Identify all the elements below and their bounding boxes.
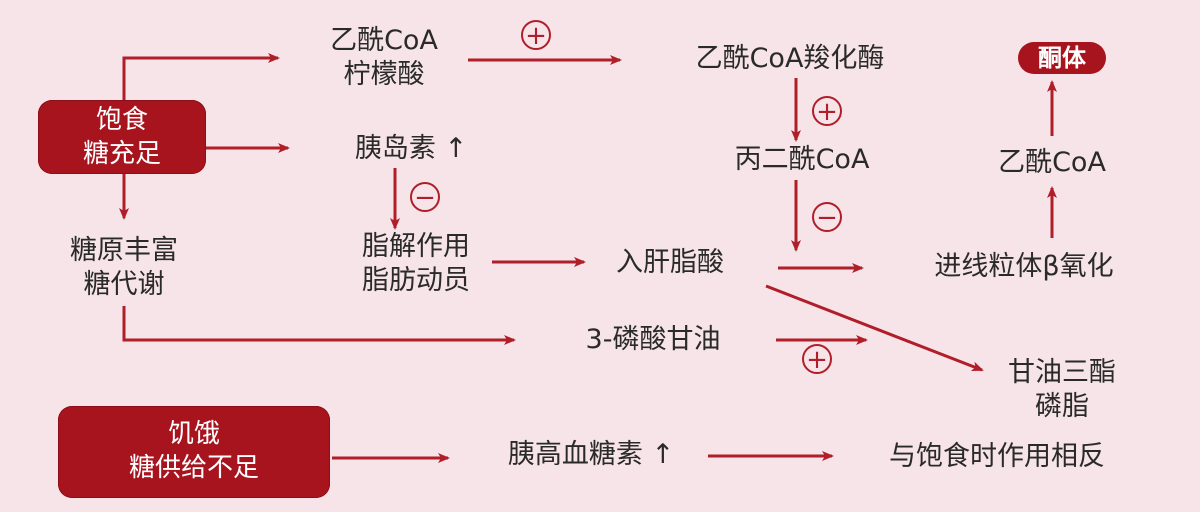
fatty-acid-entry-label: 入肝脂酸: [616, 247, 724, 278]
glycerol-3-phosphate-label: 3-磷酸甘油: [585, 324, 721, 355]
acetyl-coa-carboxylase-label: 乙酰CoA羧化酶: [695, 43, 885, 74]
triglyceride-phospholipid-label: 甘油三酯 磷脂: [992, 356, 1132, 424]
plus-sign-carboxylase: +: [521, 20, 551, 50]
lipolysis-text: 脂解作用: [362, 231, 470, 262]
minus-sign-beta-oxidation: −: [812, 202, 842, 232]
ketone-bodies-pill: 酮体: [1018, 42, 1106, 74]
acetyl-coa-citrate-label: 乙酰CoA 柠檬酸: [304, 24, 464, 92]
plus-sign-triglyceride: +: [802, 344, 832, 374]
glycogen-rich-text: 糖原丰富: [70, 235, 178, 266]
opposite-effect-label: 与饱食时作用相反: [889, 441, 1105, 472]
triglyceride-text: 甘油三酯: [1008, 357, 1116, 388]
beta-oxidation-label: 进线粒体β氧化: [934, 251, 1114, 282]
fasting-line-2: 糖供给不足: [128, 453, 259, 483]
arrow-fed-to-acetyl-coa: [122, 53, 280, 100]
acetyl-coa-right-label: 乙酰CoA: [998, 147, 1106, 178]
lipolysis-label: 脂解作用 脂肪动员: [346, 230, 486, 298]
fed-state-line-2: 糖充足: [82, 139, 161, 169]
phospholipid-text: 磷脂: [1035, 391, 1089, 422]
minus-sign-lipolysis: −: [410, 182, 440, 212]
malonyl-coa-label: 丙二酰CoA: [734, 144, 870, 175]
arrow-fatty-acid-to-triglyceride: [765, 284, 984, 372]
fat-mobilization-text: 脂肪动员: [362, 265, 470, 296]
glucagon-label: 胰高血糖素 ↑: [507, 439, 675, 470]
acetyl-coa-text: 乙酰CoA: [330, 25, 438, 56]
glycogen-metabolism-label: 糖原丰富 糖代谢: [56, 234, 192, 302]
fed-state-box: 饱食 糖充足: [38, 100, 206, 174]
fed-state-line-1: 饱食: [95, 105, 148, 135]
fasting-line-1: 饥饿: [167, 419, 220, 449]
glucose-metabolism-text: 糖代谢: [83, 269, 165, 300]
insulin-label: 胰岛素 ↑: [354, 133, 468, 164]
arrow-glycogen-to-glycerol-3p: [122, 306, 516, 345]
plus-sign-malonyl: +: [812, 96, 842, 126]
citrate-text: 柠檬酸: [343, 59, 425, 90]
fasting-state-box: 饥饿 糖供给不足: [58, 406, 330, 498]
